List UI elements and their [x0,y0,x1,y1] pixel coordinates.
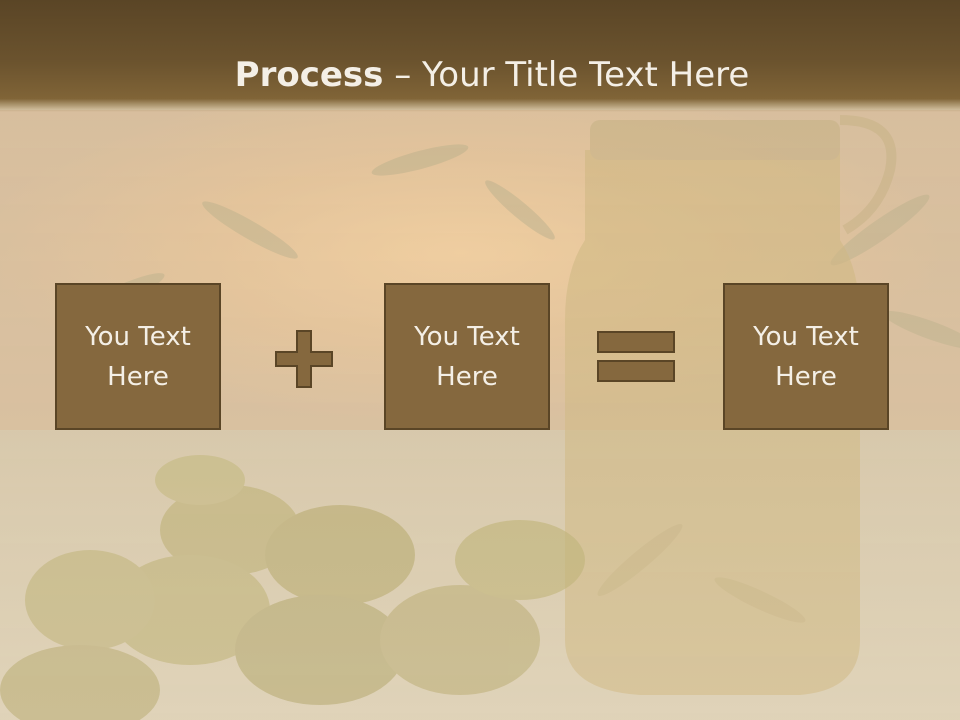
process-box-1[interactable]: You Text Here [55,283,221,430]
title-rest: Your Title Text Here [422,55,750,95]
equals-icon [597,331,675,382]
process-box-3-text: You Text Here [753,321,859,392]
title-bar [0,0,960,112]
title-bold: Process [234,55,384,95]
plus-icon [275,330,333,388]
process-box-2[interactable]: You Text Here [384,283,550,430]
slide-title: Process – Your Title Text Here [0,52,960,98]
process-box-1-text: You Text Here [85,321,191,392]
process-box-3[interactable]: You Text Here [723,283,889,430]
process-box-2-text: You Text Here [414,321,520,392]
title-separator: – [383,55,423,95]
